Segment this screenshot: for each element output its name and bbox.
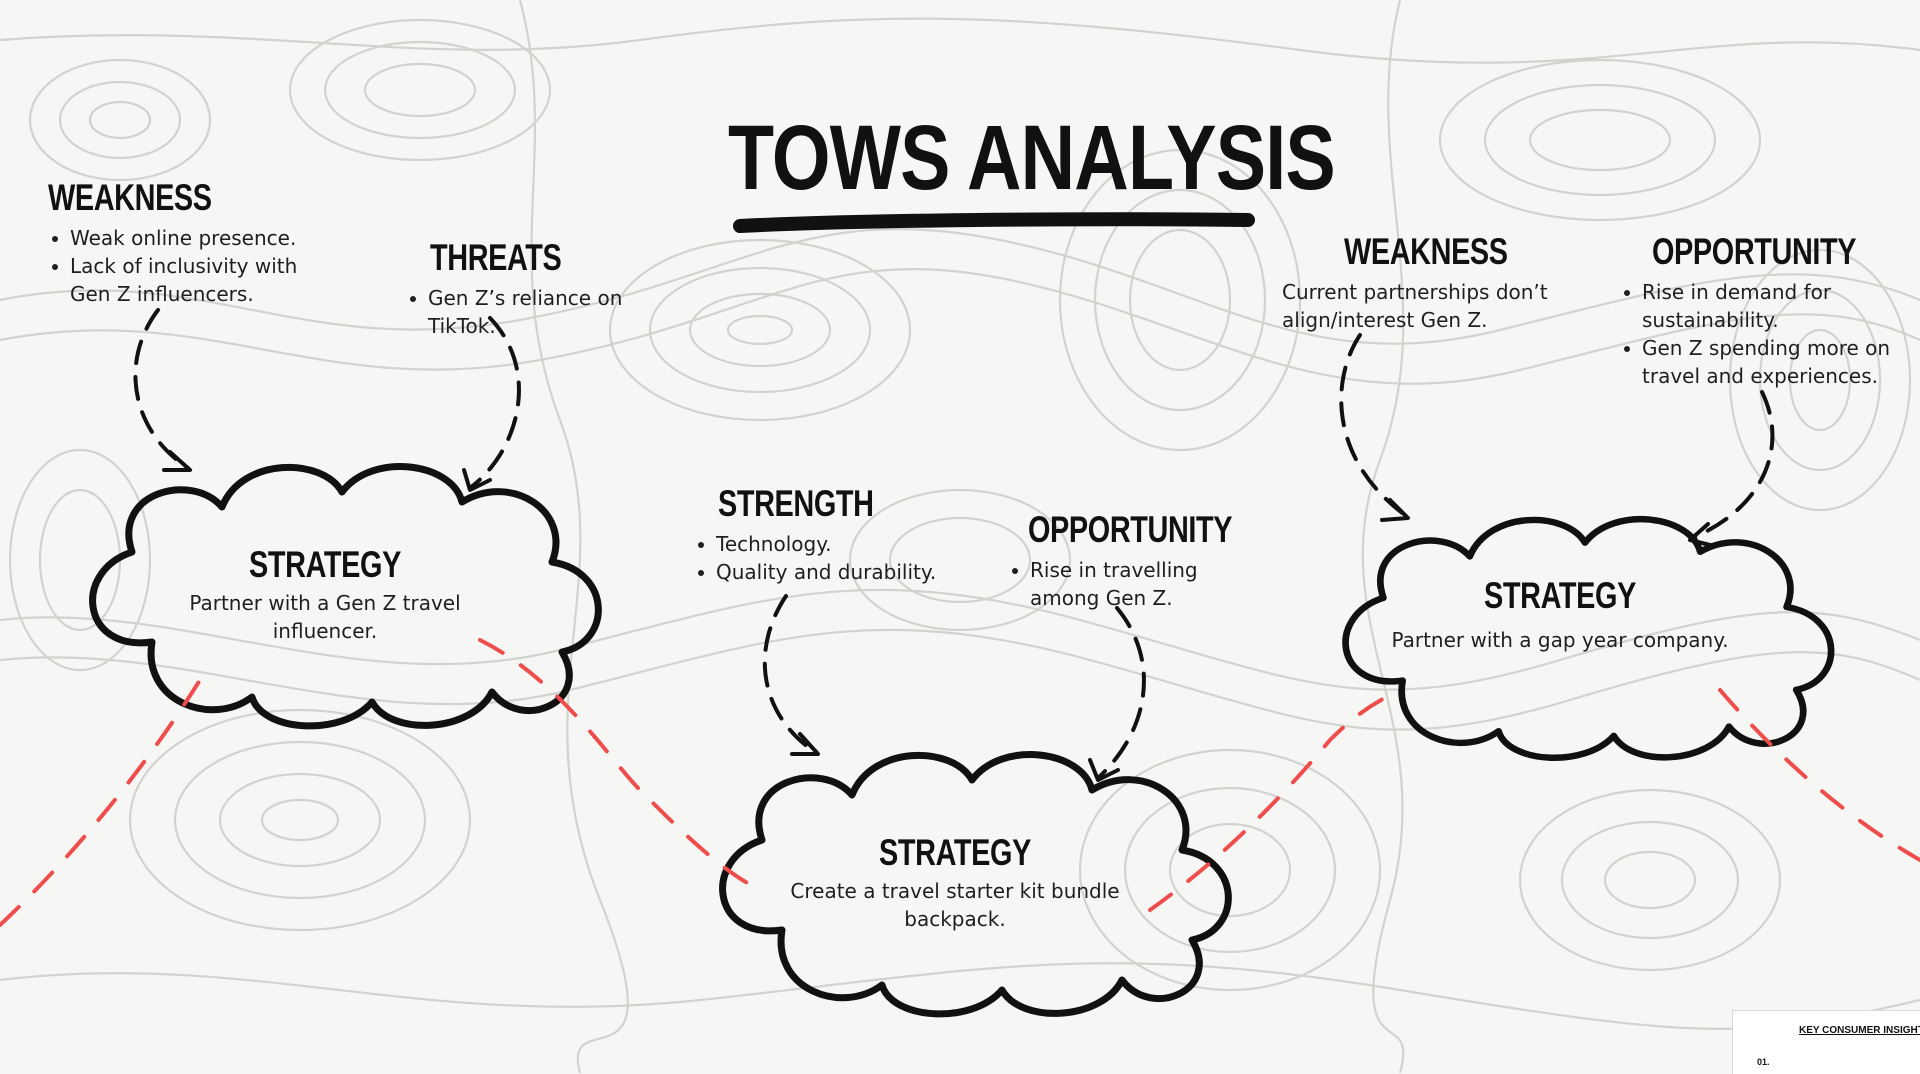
thumbnail-title: KEY CONSUMER INSIGHTS	[1799, 1025, 1920, 1036]
source-heading: OPPORTUNITY	[1028, 509, 1233, 550]
bullet-list: Technology. Quality and durability.	[694, 530, 936, 586]
source-heading: OPPORTUNITY	[1652, 231, 1857, 272]
list-item: Gen Z’s reliance on TikTok.	[406, 284, 638, 340]
strategy-1: STRATEGY Partner with a Gen Z travel inf…	[160, 545, 490, 645]
strategy-text: Create a travel starter kit bundle backp…	[790, 879, 1120, 931]
source-opportunity-2: OPPORTUNITY Rise in travelling among Gen…	[1008, 510, 1290, 612]
bullet-list: Rise in demand for sustainability. Gen Z…	[1620, 278, 1914, 390]
strategy-heading: STRATEGY	[249, 544, 401, 585]
list-item: Gen Z spending more on travel and experi…	[1620, 334, 1912, 390]
source-strength-2: STRENGTH Technology. Quality and durabil…	[694, 484, 936, 586]
list-item: Rise in demand for sustainability.	[1620, 278, 1862, 334]
strategy-2: STRATEGY Create a travel starter kit bun…	[785, 833, 1125, 933]
slide-thumbnail[interactable]: KEY CONSUMER INSIGHTS 01.	[1732, 1010, 1920, 1074]
strategy-3: STRATEGY Partner with a gap year company…	[1380, 576, 1740, 654]
strategy-heading: STRATEGY	[1484, 575, 1636, 616]
thumbnail-number: 01.	[1757, 1057, 1770, 1067]
list-item: Rise in travelling among Gen Z.	[1008, 556, 1220, 612]
strategy-text: Partner with a gap year company.	[1391, 628, 1729, 652]
page-title: TOWS ANALYSIS	[728, 107, 1336, 209]
bullet-list: Rise in travelling among Gen Z.	[1008, 556, 1290, 612]
bullet-list: Gen Z’s reliance on TikTok.	[406, 284, 638, 340]
list-item: Technology.	[694, 530, 936, 558]
source-heading: WEAKNESS	[1344, 231, 1508, 272]
strategy-heading: STRATEGY	[879, 832, 1031, 873]
source-heading: STRENGTH	[718, 483, 874, 524]
list-item: Weak online presence.	[48, 224, 320, 252]
source-opportunity-3: OPPORTUNITY Rise in demand for sustainab…	[1620, 232, 1914, 390]
list-item: Quality and durability.	[694, 558, 936, 586]
list-item: Lack of inclusivity with Gen Z influence…	[48, 252, 320, 308]
source-weakness-3: WEAKNESS Current partnerships don’t alig…	[1282, 232, 1562, 334]
bullet-list: Weak online presence. Lack of inclusivit…	[48, 224, 320, 308]
source-threats-1: THREATS Gen Z’s reliance on TikTok.	[406, 238, 638, 340]
source-heading: THREATS	[430, 237, 562, 278]
source-heading: WEAKNESS	[48, 177, 212, 218]
strategy-text: Partner with a Gen Z travel influencer.	[189, 591, 461, 643]
source-weakness-1: WEAKNESS Weak online presence. Lack of i…	[48, 178, 320, 308]
source-text: Current partnerships don’t align/interes…	[1282, 280, 1548, 332]
